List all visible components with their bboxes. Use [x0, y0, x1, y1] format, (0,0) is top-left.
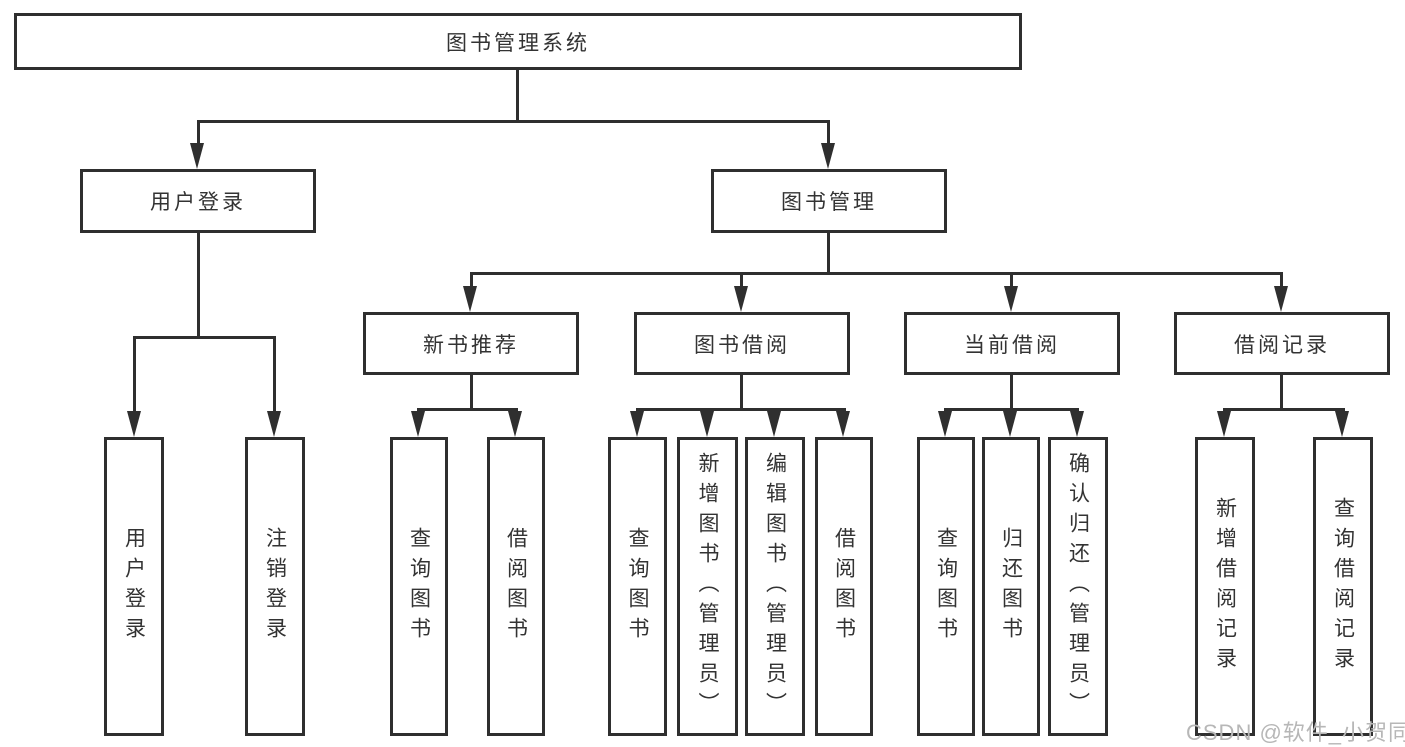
node-borrowing-records: 借阅记录	[1174, 312, 1390, 375]
node-current-borrowing: 当前借阅	[904, 312, 1120, 375]
connector-line	[827, 120, 830, 145]
node-query-books-recommend: 查询图书	[390, 437, 448, 736]
node-book-management: 图书管理	[711, 169, 947, 233]
connector-line	[944, 408, 1079, 411]
arrow-down-icon	[411, 411, 425, 437]
connector-line	[1010, 272, 1013, 288]
arrow-down-icon	[767, 411, 781, 437]
arrow-down-icon	[267, 411, 281, 437]
connector-line	[197, 233, 200, 339]
node-book-borrowing: 图书借阅	[634, 312, 850, 375]
connector-line	[470, 272, 1283, 275]
node-edit-books-admin: 编辑图书（管理员）	[745, 437, 805, 736]
connector-line	[1223, 408, 1345, 411]
node-return-books: 归还图书	[982, 437, 1040, 736]
node-user-login-group: 用户登录	[80, 169, 316, 233]
arrow-down-icon	[190, 143, 204, 169]
connector-line	[740, 272, 743, 288]
connector-line	[1010, 375, 1013, 411]
node-confirm-return-admin: 确认归还（管理员）	[1048, 437, 1108, 736]
connector-line	[1280, 272, 1283, 288]
arrow-down-icon	[127, 411, 141, 437]
connector-line	[1280, 375, 1283, 411]
arrow-down-icon	[836, 411, 850, 437]
connector-line	[470, 375, 473, 411]
arrow-down-icon	[1217, 411, 1231, 437]
node-query-books-current: 查询图书	[917, 437, 975, 736]
connector-line	[133, 336, 276, 339]
connector-line	[417, 408, 518, 411]
node-logout-login: 注销登录	[245, 437, 305, 736]
csdn-watermark: CSDN @软件_小贺同学	[1186, 720, 1405, 745]
node-add-borrow-record: 新增借阅记录	[1195, 437, 1255, 736]
node-query-borrow-record: 查询借阅记录	[1313, 437, 1373, 736]
arrow-down-icon	[1004, 286, 1018, 312]
connector-line	[827, 233, 830, 275]
connector-line	[470, 272, 473, 288]
arrow-down-icon	[1070, 411, 1084, 437]
arrow-down-icon	[938, 411, 952, 437]
node-borrow-books-recommend: 借阅图书	[487, 437, 545, 736]
node-new-book-recommend: 新书推荐	[363, 312, 579, 375]
node-user-login: 用户登录	[104, 437, 164, 736]
arrow-down-icon	[1335, 411, 1349, 437]
connector-line	[740, 375, 743, 411]
connector-line	[133, 336, 136, 413]
node-add-books-admin: 新增图书（管理员）	[677, 437, 738, 736]
node-library-system: 图书管理系统	[14, 13, 1022, 70]
connector-line	[516, 70, 519, 123]
arrow-down-icon	[508, 411, 522, 437]
arrow-down-icon	[700, 411, 714, 437]
node-query-books-borrowing: 查询图书	[608, 437, 667, 736]
arrow-down-icon	[1003, 411, 1017, 437]
arrow-down-icon	[1274, 286, 1288, 312]
connector-line	[636, 408, 846, 411]
connector-line	[197, 120, 830, 123]
arrow-down-icon	[630, 411, 644, 437]
arrow-down-icon	[463, 286, 477, 312]
arrow-down-icon	[821, 143, 835, 169]
node-borrow-books: 借阅图书	[815, 437, 873, 736]
connector-line	[273, 336, 276, 413]
connector-line	[197, 120, 200, 145]
arrow-down-icon	[734, 286, 748, 312]
